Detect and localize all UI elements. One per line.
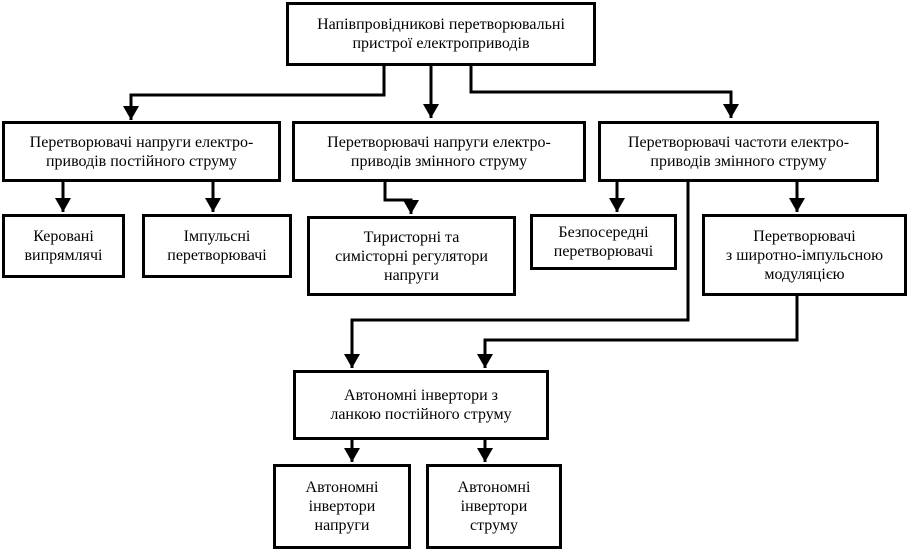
controlled-rectifiers-line-2: випрямлячі: [24, 247, 103, 264]
ac-voltage-converters-line-1: Перетворювачі напруги електро-: [327, 133, 551, 151]
pulse-converters-line-1: Імпульсні: [183, 228, 251, 245]
direct-converters-line-1: Безпосередні: [558, 224, 649, 241]
thyristor-regulators-box: Тиристорні та симісторні регулятори напр…: [307, 216, 516, 296]
root-node-line-1: Напівпровідникові перетворювальні: [317, 16, 565, 33]
controlled-rectifiers-line-1: Керовані: [33, 228, 94, 245]
voltage-inverters-line-3: напруги: [314, 517, 370, 534]
dc-converters-box: Перетворювачі напруги електро- приводів …: [2, 121, 281, 182]
pwm-converters-line-1: Перетворювачі: [753, 227, 856, 245]
arrow-pwm-to-dc-link-inverters: [477, 294, 799, 368]
direct-converters-box: Безпосередні перетворювачі: [530, 214, 677, 270]
pulse-converters-box: Імпульсні перетворювачі: [142, 214, 292, 278]
thyristor-regulators-line-1: Тиристорні та: [363, 228, 460, 246]
controlled-rectifiers-box: Керовані випрямлячі: [2, 214, 125, 278]
dc-link-inverters-line-1: Автономні інвертори з: [344, 387, 498, 404]
dc-link-inverters-box: Автономні інвертори з ланкою постійного …: [293, 370, 549, 440]
arrow-root-to-frequency-converters: [469, 65, 739, 118]
direct-converters-line-2: перетворювачі: [553, 243, 654, 260]
arrow-ac-to-thyristor-regulators: [383, 181, 419, 214]
thyristor-regulators-line-2: симісторні регулятори: [335, 247, 488, 265]
pulse-converters-line-2: перетворювачі: [167, 247, 267, 264]
frequency-converters-line-1: Перетворювачі частоти електро-: [627, 133, 850, 151]
arrow-frequency-to-dc-link-inverters: [344, 181, 690, 368]
dc-link-inverters-line-2: ланкою постійного струму: [330, 406, 512, 423]
current-inverters-line-3: струму: [470, 517, 518, 534]
arrow-root-to-dc-converters: [123, 65, 386, 120]
voltage-inverters-box: Автономні інвертори напруги: [273, 464, 411, 549]
pwm-converters-line-3: модуляцією: [764, 265, 845, 283]
current-inverters-line-2: інвертори: [460, 498, 528, 515]
voltage-inverters-line-2: інвертори: [308, 498, 376, 515]
pwm-converters-line-2: з широтно-імпульсною: [725, 246, 884, 264]
dc-converters-line-2: приводів постійного струму: [45, 152, 238, 170]
thyristor-regulators-line-3: напруги: [384, 266, 439, 284]
ac-voltage-converters-box: Перетворювачі напруги електро- приводів …: [292, 121, 586, 182]
dc-converters-line-1: Перетворювачі напруги електро-: [29, 133, 254, 151]
root-node-line-2: пристрої електроприводів: [352, 35, 530, 52]
pwm-converters-box: Перетворювачі з широтно-імпульсною модул…: [702, 214, 907, 296]
current-inverters-box: Автономні інвертори струму: [426, 464, 562, 549]
current-inverters-line-1: Автономні: [457, 479, 531, 496]
root-node-box: Напівпровідникові перетворювальні пристр…: [286, 2, 596, 66]
ac-voltage-converters-line-2: приводів змінного струму: [350, 152, 528, 170]
frequency-converters-line-2: приводів змінного струму: [650, 152, 827, 170]
voltage-inverters-line-1: Автономні: [305, 479, 379, 496]
frequency-converters-box: Перетворювачі частоти електро- приводів …: [598, 121, 879, 182]
